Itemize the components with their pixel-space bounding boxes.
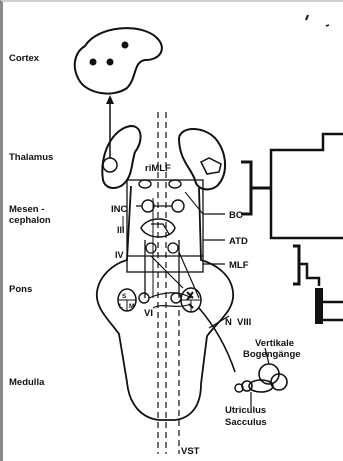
label-rimlf: riMLF [145,163,171,174]
mesencephalon-box [127,180,203,272]
scale-steps [299,264,319,286]
scale-line-top [271,134,343,188]
label-mesencephalon-2: cephalon [9,215,51,226]
crossing-fiber [149,293,191,298]
label-bogengaenge: Bogengänge [243,349,301,360]
rimlf-nucleus-right [169,180,181,188]
scale-bracket-lower [293,246,299,284]
vestibular-pathway-diagram: Cortex Thalamus Mesen - cephalon Pons Me… [3,2,343,461]
label-mlf: MLF [229,260,249,271]
speck [326,25,329,26]
cortex-dot [107,59,114,66]
utricle [242,381,252,391]
label-pons: Pons [9,284,32,295]
thalamus-nucleus [103,158,117,172]
speck [306,15,308,20]
rimlf-nucleus-left [139,180,151,188]
label-nerve-vi: VI [144,308,153,319]
label-nucleus-m: M [129,303,134,310]
scale-block [315,288,323,324]
cortex-dot [122,42,129,49]
scale-line-mid [271,188,343,238]
thalamus-nucleus-right [201,158,221,174]
label-nucleus-l: L [119,303,123,310]
label-bc: BC [229,210,243,221]
label-nerve-viii: VIII [237,317,251,328]
crossing-fiber [153,304,191,308]
thalamus-left [102,126,140,188]
label-nerve-iv: IV [115,250,124,260]
inc-nucleus-right [172,200,184,212]
label-utriculus: Utriculus [225,405,266,416]
brainstem-outline [97,186,233,420]
label-nerve-iii: III [117,225,125,235]
abducens-nucleus-left [139,293,149,303]
trochlear-nucleus-left [146,243,156,253]
label-vst: VST [181,446,200,457]
label-inc: INC [111,204,128,215]
arrowhead [106,95,114,104]
label-nerve-n: N [225,317,232,328]
label-vertikale: Vertikale [255,338,294,349]
cortex-shape [75,28,162,93]
label-atd: ATD [229,236,248,247]
label-medulla: Medulla [9,377,45,388]
trochlear-nucleus-right [168,243,178,253]
label-thalamus: Thalamus [9,152,53,163]
label-nucleus-s: S [122,293,127,300]
inc-nucleus-left [142,200,154,212]
label-mesencephalon-1: Mesen - [9,204,44,215]
cortex-dot [90,59,97,66]
label-sacculus: Sacculus [225,417,267,428]
scale-bracket-upper [241,162,251,214]
label-cortex: Cortex [9,53,40,64]
